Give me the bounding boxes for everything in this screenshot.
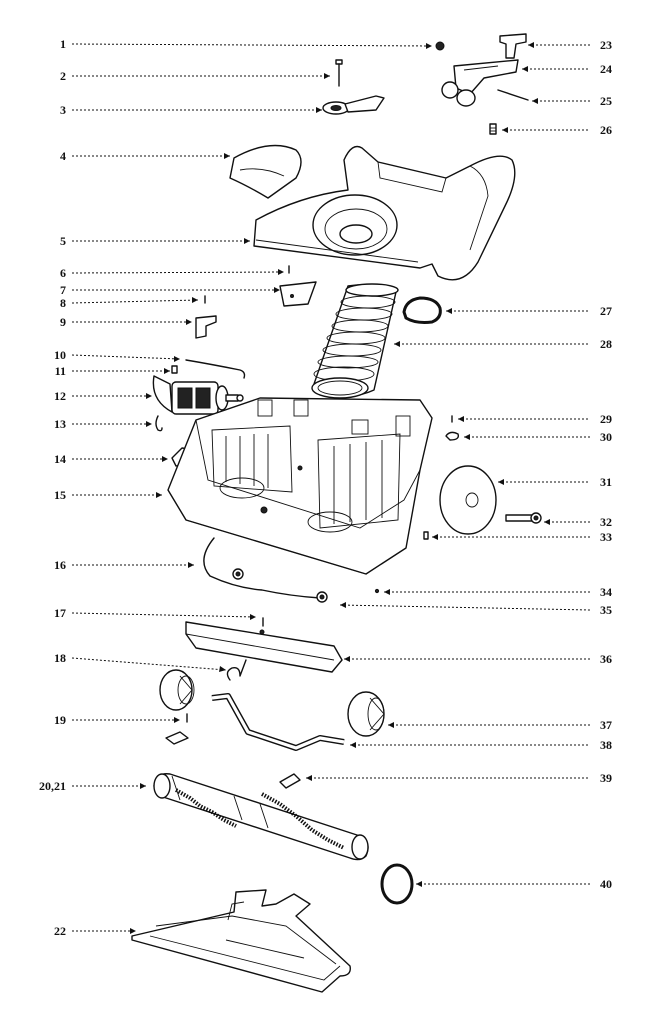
part-27-belt (402, 296, 442, 324)
part-30-clip (445, 431, 460, 441)
part-18-clip (226, 659, 247, 681)
label-9: 9 (60, 315, 66, 329)
part-32-axle (505, 512, 542, 524)
part-28-hose (311, 283, 399, 399)
label-17: 17 (54, 606, 66, 620)
label-25: 25 (600, 94, 612, 108)
label-13: 13 (54, 417, 66, 431)
label-26: 26 (600, 123, 612, 137)
label-7: 7 (60, 283, 66, 297)
part-31-wheel (439, 465, 497, 535)
part-7-plate (279, 281, 317, 307)
part-40-ring (380, 863, 414, 905)
part-drawings (131, 33, 542, 993)
label-39: 39 (600, 771, 612, 785)
part-34-pin (374, 588, 380, 594)
label-27: 27 (600, 304, 612, 318)
label-14: 14 (54, 452, 66, 466)
label-16: 16 (54, 558, 66, 572)
part-10-wire (185, 359, 246, 379)
part-23-latch (499, 33, 527, 59)
part-1-nut (435, 41, 445, 51)
part-19-pin (165, 713, 189, 745)
part-26-spring (489, 123, 497, 135)
label-31: 31 (600, 475, 612, 489)
part-36-bumper (185, 621, 343, 673)
label-12: 12 (54, 389, 66, 403)
part-labels: 1 2 3 4 5 6 7 8 9 10 11 12 13 14 15 16 1… (39, 37, 612, 938)
label-40: 40 (600, 877, 612, 891)
label-8: 8 (60, 296, 66, 310)
part-25-rod (497, 89, 529, 101)
label-20-21: 20,21 (39, 779, 66, 793)
label-24: 24 (600, 62, 612, 76)
part-37-wheel (347, 691, 385, 737)
part-11-clip (171, 365, 178, 374)
label-34: 34 (600, 585, 612, 599)
part-13-clip (155, 415, 163, 432)
part-22-bottom-plate (131, 889, 351, 993)
label-19: 19 (54, 713, 66, 727)
label-23: 23 (600, 38, 612, 52)
part-4-cover (229, 144, 302, 199)
label-22: 22 (54, 924, 66, 938)
label-32: 32 (600, 515, 612, 529)
label-11: 11 (55, 364, 66, 378)
label-37: 37 (600, 718, 612, 732)
label-1: 1 (60, 37, 66, 51)
part-3-lever (322, 95, 385, 115)
label-29: 29 (600, 412, 612, 426)
label-38: 38 (600, 738, 612, 752)
part-5-hood (253, 145, 516, 281)
left-wheel (159, 669, 195, 711)
label-18: 18 (54, 651, 66, 665)
label-36: 36 (600, 652, 612, 666)
label-30: 30 (600, 430, 612, 444)
label-3: 3 (60, 103, 66, 117)
arrowheads (130, 42, 550, 934)
part-38-axle-rod (211, 693, 345, 751)
part-20-21-brushroll (153, 773, 369, 861)
label-5: 5 (60, 234, 66, 248)
part-33-washer (423, 531, 429, 540)
part-39-bracket (279, 773, 301, 789)
part-12-motor (152, 375, 244, 415)
label-33: 33 (600, 530, 612, 544)
part-2-bolt (335, 59, 343, 87)
part-9-bracket (195, 315, 217, 339)
part-16-wiring (203, 537, 328, 603)
label-4: 4 (60, 149, 66, 163)
label-15: 15 (54, 488, 66, 502)
label-35: 35 (600, 603, 612, 617)
label-6: 6 (60, 266, 66, 280)
part-24-pedal (441, 59, 519, 107)
leader-lines (71, 43, 591, 932)
part-15-base-housing (167, 397, 433, 575)
label-2: 2 (60, 69, 66, 83)
label-10: 10 (54, 348, 66, 362)
label-28: 28 (600, 337, 612, 351)
